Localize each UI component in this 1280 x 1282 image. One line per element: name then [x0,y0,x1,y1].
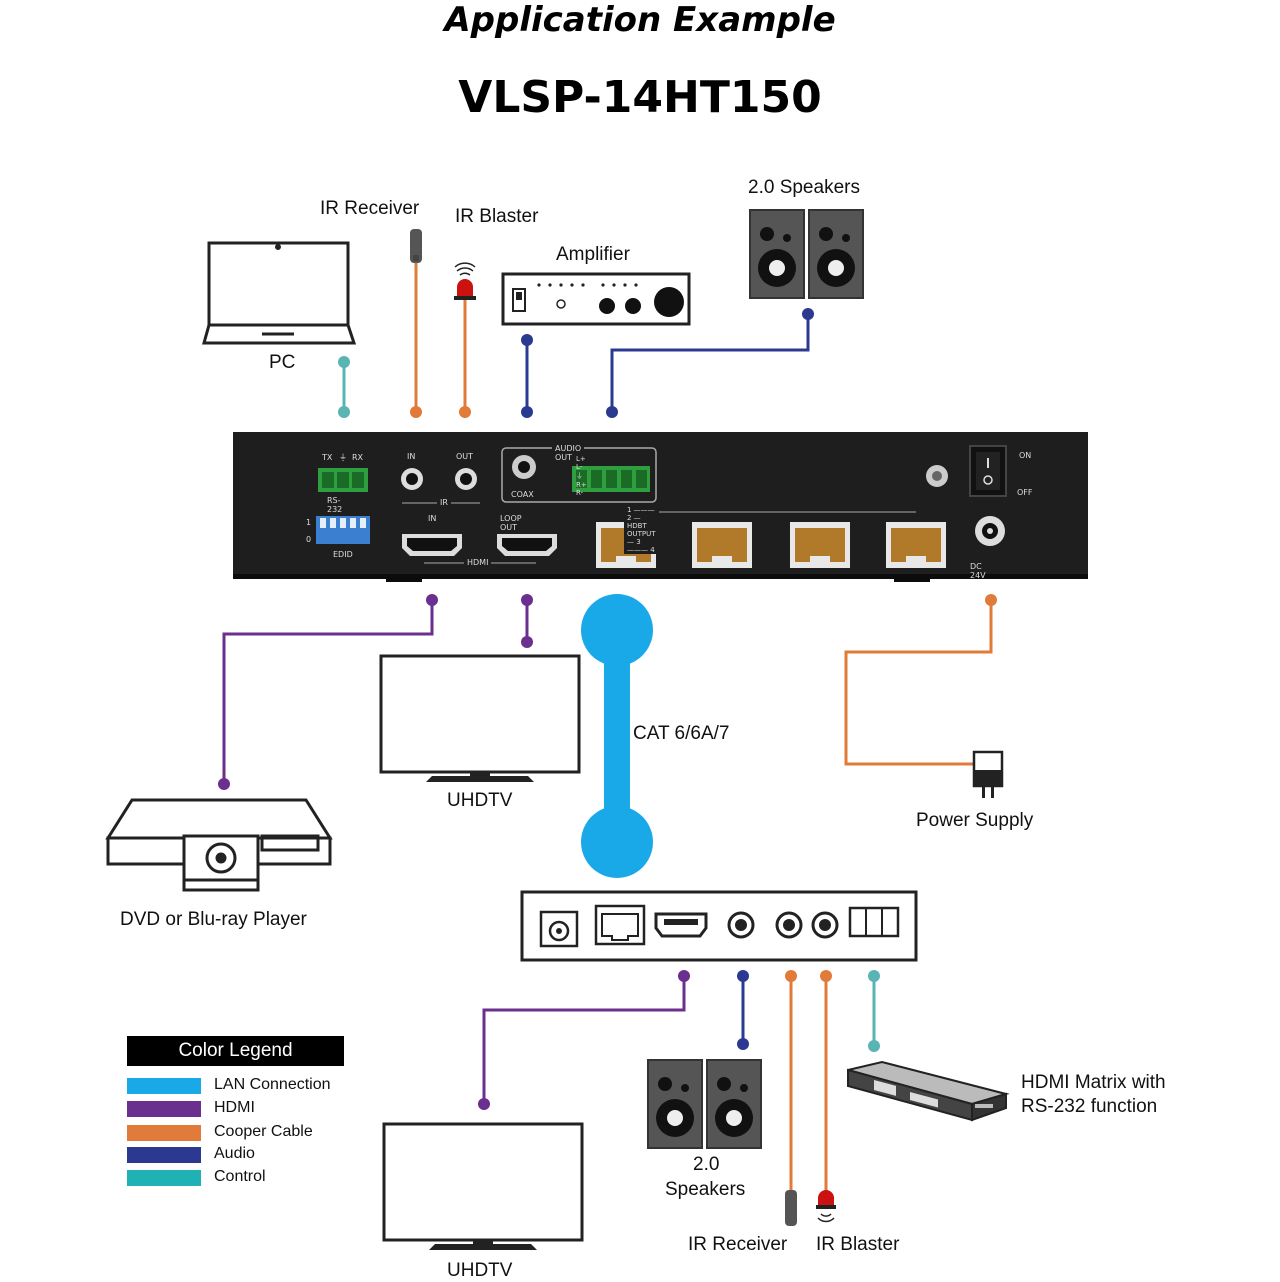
label-hdbt-output: 1 ——— 2 — HDBT OUTPUT — 3 ——— 4 [624,506,659,554]
label-dc: DC 24V [970,562,986,580]
legend-item-audio: Audio [127,1145,427,1165]
hdmi-matrix-icon [847,1060,1010,1122]
label-hdmi-matrix-2: RS-232 function [1021,1096,1158,1117]
label-off: OFF [1017,488,1033,497]
uhdtv-bottom-icon [382,1122,584,1250]
label-amplifier: Amplifier [556,244,630,265]
legend-label-copper: Cooper Cable [214,1123,313,1140]
diagram-title: Application Example [444,0,836,40]
label-hdmi-matrix-1: HDMI Matrix with [1021,1072,1166,1093]
legend-swatch-audio [127,1147,201,1163]
legend-label-control: Control [214,1168,266,1185]
label-hdmi-loop: LOOP OUT [500,514,522,532]
legend-swatch-hdmi [127,1101,201,1117]
label-dip-1: 1 [306,518,312,527]
amplifier-icon [501,272,691,326]
ir-receiver-bottom-icon [785,1190,797,1226]
legend-label-lan: LAN Connection [214,1076,331,1093]
dvd-hdmi-cable [222,600,434,784]
uhdtv-top-icon [379,654,581,782]
label-ir-receiver-top: IR Receiver [320,198,420,219]
dvd-player-icon [105,798,333,892]
label-speakers-bottom-1: 2.0 [693,1154,720,1175]
legend-label-hdmi: HDMI [214,1099,255,1116]
label-audio-pins: L+ L- ⏚ R+ R- [576,455,587,497]
power-cable [844,600,993,766]
legend-title: Color Legend [127,1036,344,1066]
ir-receiver-top-icon [410,229,422,263]
label-tx: TX [322,453,333,462]
speakers-top-icon [749,209,864,299]
label-ir: IR [437,498,451,507]
legend-item-hdmi: HDMI [127,1099,427,1119]
label-speakers-bottom-2: Speakers [665,1179,746,1200]
laptop-icon [202,241,357,345]
label-edid: EDID [333,550,353,559]
legend-item-copper: Cooper Cable [127,1123,427,1143]
legend-item-control: Control [127,1168,427,1188]
legend-swatch-lan [127,1078,201,1094]
label-gnd: ⏚ [339,453,347,462]
legend-label-audio: Audio [214,1145,255,1162]
label-on: ON [1019,451,1032,460]
label-ir-receiver-bottom: IR Receiver [688,1234,788,1255]
label-uhdtv-bottom: UHDTV [447,1260,513,1281]
label-speakers-top: 2.0 Speakers [748,177,860,198]
legend-swatch-control [127,1170,201,1186]
label-ir-blaster-bottom: IR Blaster [816,1234,900,1255]
label-audio-out: AUDIO OUT [552,444,585,462]
speakers-bottom-icon [647,1059,762,1149]
label-ir-blaster-top: IR Blaster [455,206,539,227]
speakers-top-audio-cable [610,314,810,412]
label-rx: RX [352,453,364,462]
vlsp-main-unit [233,432,1088,582]
hdbt-receiver-unit [520,890,918,962]
lan-cable [581,594,653,878]
label-ir-out: OUT [456,452,474,461]
label-dip-0: 0 [306,535,312,544]
label-uhdtv-top: UHDTV [447,790,513,811]
label-coax: COAX [511,490,534,499]
label-hdmi: HDMI [464,558,492,567]
label-power-supply: Power Supply [916,810,1034,831]
label-cat: CAT 6/6A/7 [633,723,730,744]
power-supply-icon [972,750,1004,798]
uhdtv-bottom-hdmi-cable [482,976,686,1104]
ir-blaster-bottom-icon [816,1190,836,1223]
model-title: VLSP-14HT150 [458,72,822,123]
label-rs232: RS-232 [327,496,343,514]
label-dvd: DVD or Blu-ray Player [120,909,307,930]
ir-blaster-top-icon [454,262,476,300]
legend-item-lan: LAN Connection [127,1076,427,1096]
legend-swatch-copper [127,1125,201,1141]
label-pc: PC [269,352,296,373]
label-ir-in: IN [407,452,416,461]
label-hdmi-in: IN [428,514,437,523]
